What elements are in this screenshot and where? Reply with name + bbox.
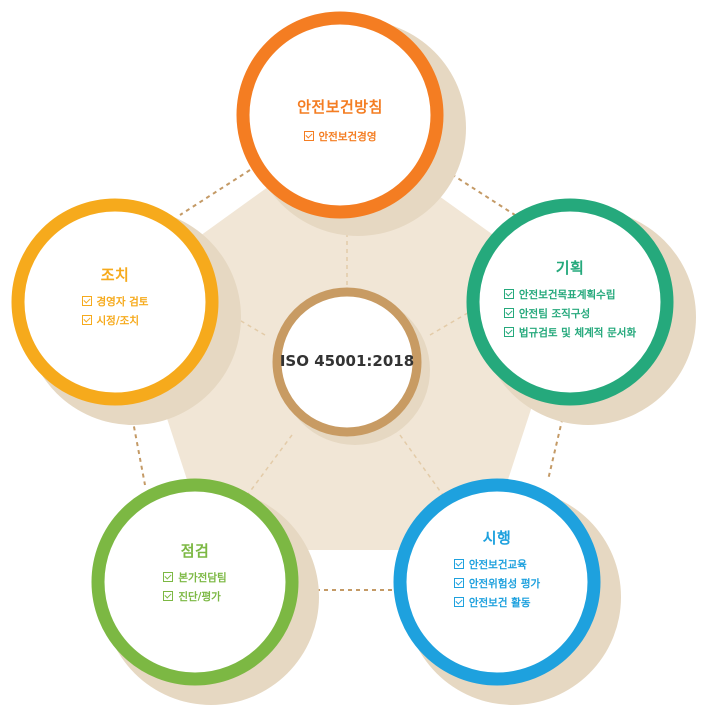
list-item: 진단/평가 [163,588,226,607]
node-checking-title: 점검 [180,542,210,560]
node-action-items: 경영자 검토 시정/조치 [81,293,149,331]
list-item: 안전팀 조직구성 [503,305,636,324]
node-action-title: 조치 [100,266,130,284]
node-implementation-circle [393,478,601,686]
node-implementation: 시행 안전보건교육 안전위험성 평가 안전보건 활동 [407,527,587,613]
node-planning: 기획 안전보건목표계획수립 안전팀 조직구성 법규검토 및 체계적 문서화 [480,257,660,343]
list-item: 안전보건목표계획수립 [503,286,636,305]
list-item: 본가전담팀 [163,569,227,588]
node-planning-circle [466,198,674,406]
node-policy: 안전보건방침 안전보건경영 [250,96,430,147]
node-planning-items: 안전보건목표계획수립 안전팀 조직구성 법규검토 및 체계적 문서화 [503,286,636,343]
checkbox-icon [81,315,92,325]
checkbox-icon [503,327,514,337]
list-item: 시정/조치 [81,312,149,331]
checkbox-icon [453,578,464,588]
node-checking-circle [91,478,299,686]
checkbox-icon [503,289,514,299]
checkbox-icon [163,572,174,582]
list-item: 법규검토 및 체계적 문서화 [503,324,636,343]
node-implementation-items: 안전보건교육 안전위험성 평가 안전보건 활동 [453,556,540,613]
checkbox-icon [453,597,464,607]
center-label: ISO 45001:2018 [279,352,415,370]
node-policy-circle [236,11,444,219]
list-item: 안전보건 활동 [453,594,540,613]
list-item: 경영자 검토 [81,293,148,312]
node-planning-title: 기획 [555,259,585,277]
node-policy-title: 안전보건방침 [297,98,383,116]
node-policy-items: 안전보건경영 [303,128,376,147]
checkbox-icon [163,591,174,601]
checkbox-icon [453,559,464,569]
node-action: 조치 경영자 검토 시정/조치 [25,264,205,331]
outer-connectors [127,169,569,591]
center-circle [272,287,422,437]
node-implementation-title: 시행 [482,529,512,547]
list-item: 안전위험성 평가 [453,575,540,594]
checkbox-icon [503,308,514,318]
list-item: 안전보건경영 [303,128,376,147]
node-checking-items: 본가전담팀 진단/평가 [163,569,227,607]
checkbox-icon [303,131,314,141]
node-action-circle [11,198,219,406]
list-item: 안전보건교육 [453,556,540,575]
node-checking: 점검 본가전담팀 진단/평가 [105,540,285,607]
checkbox-icon [81,296,92,306]
